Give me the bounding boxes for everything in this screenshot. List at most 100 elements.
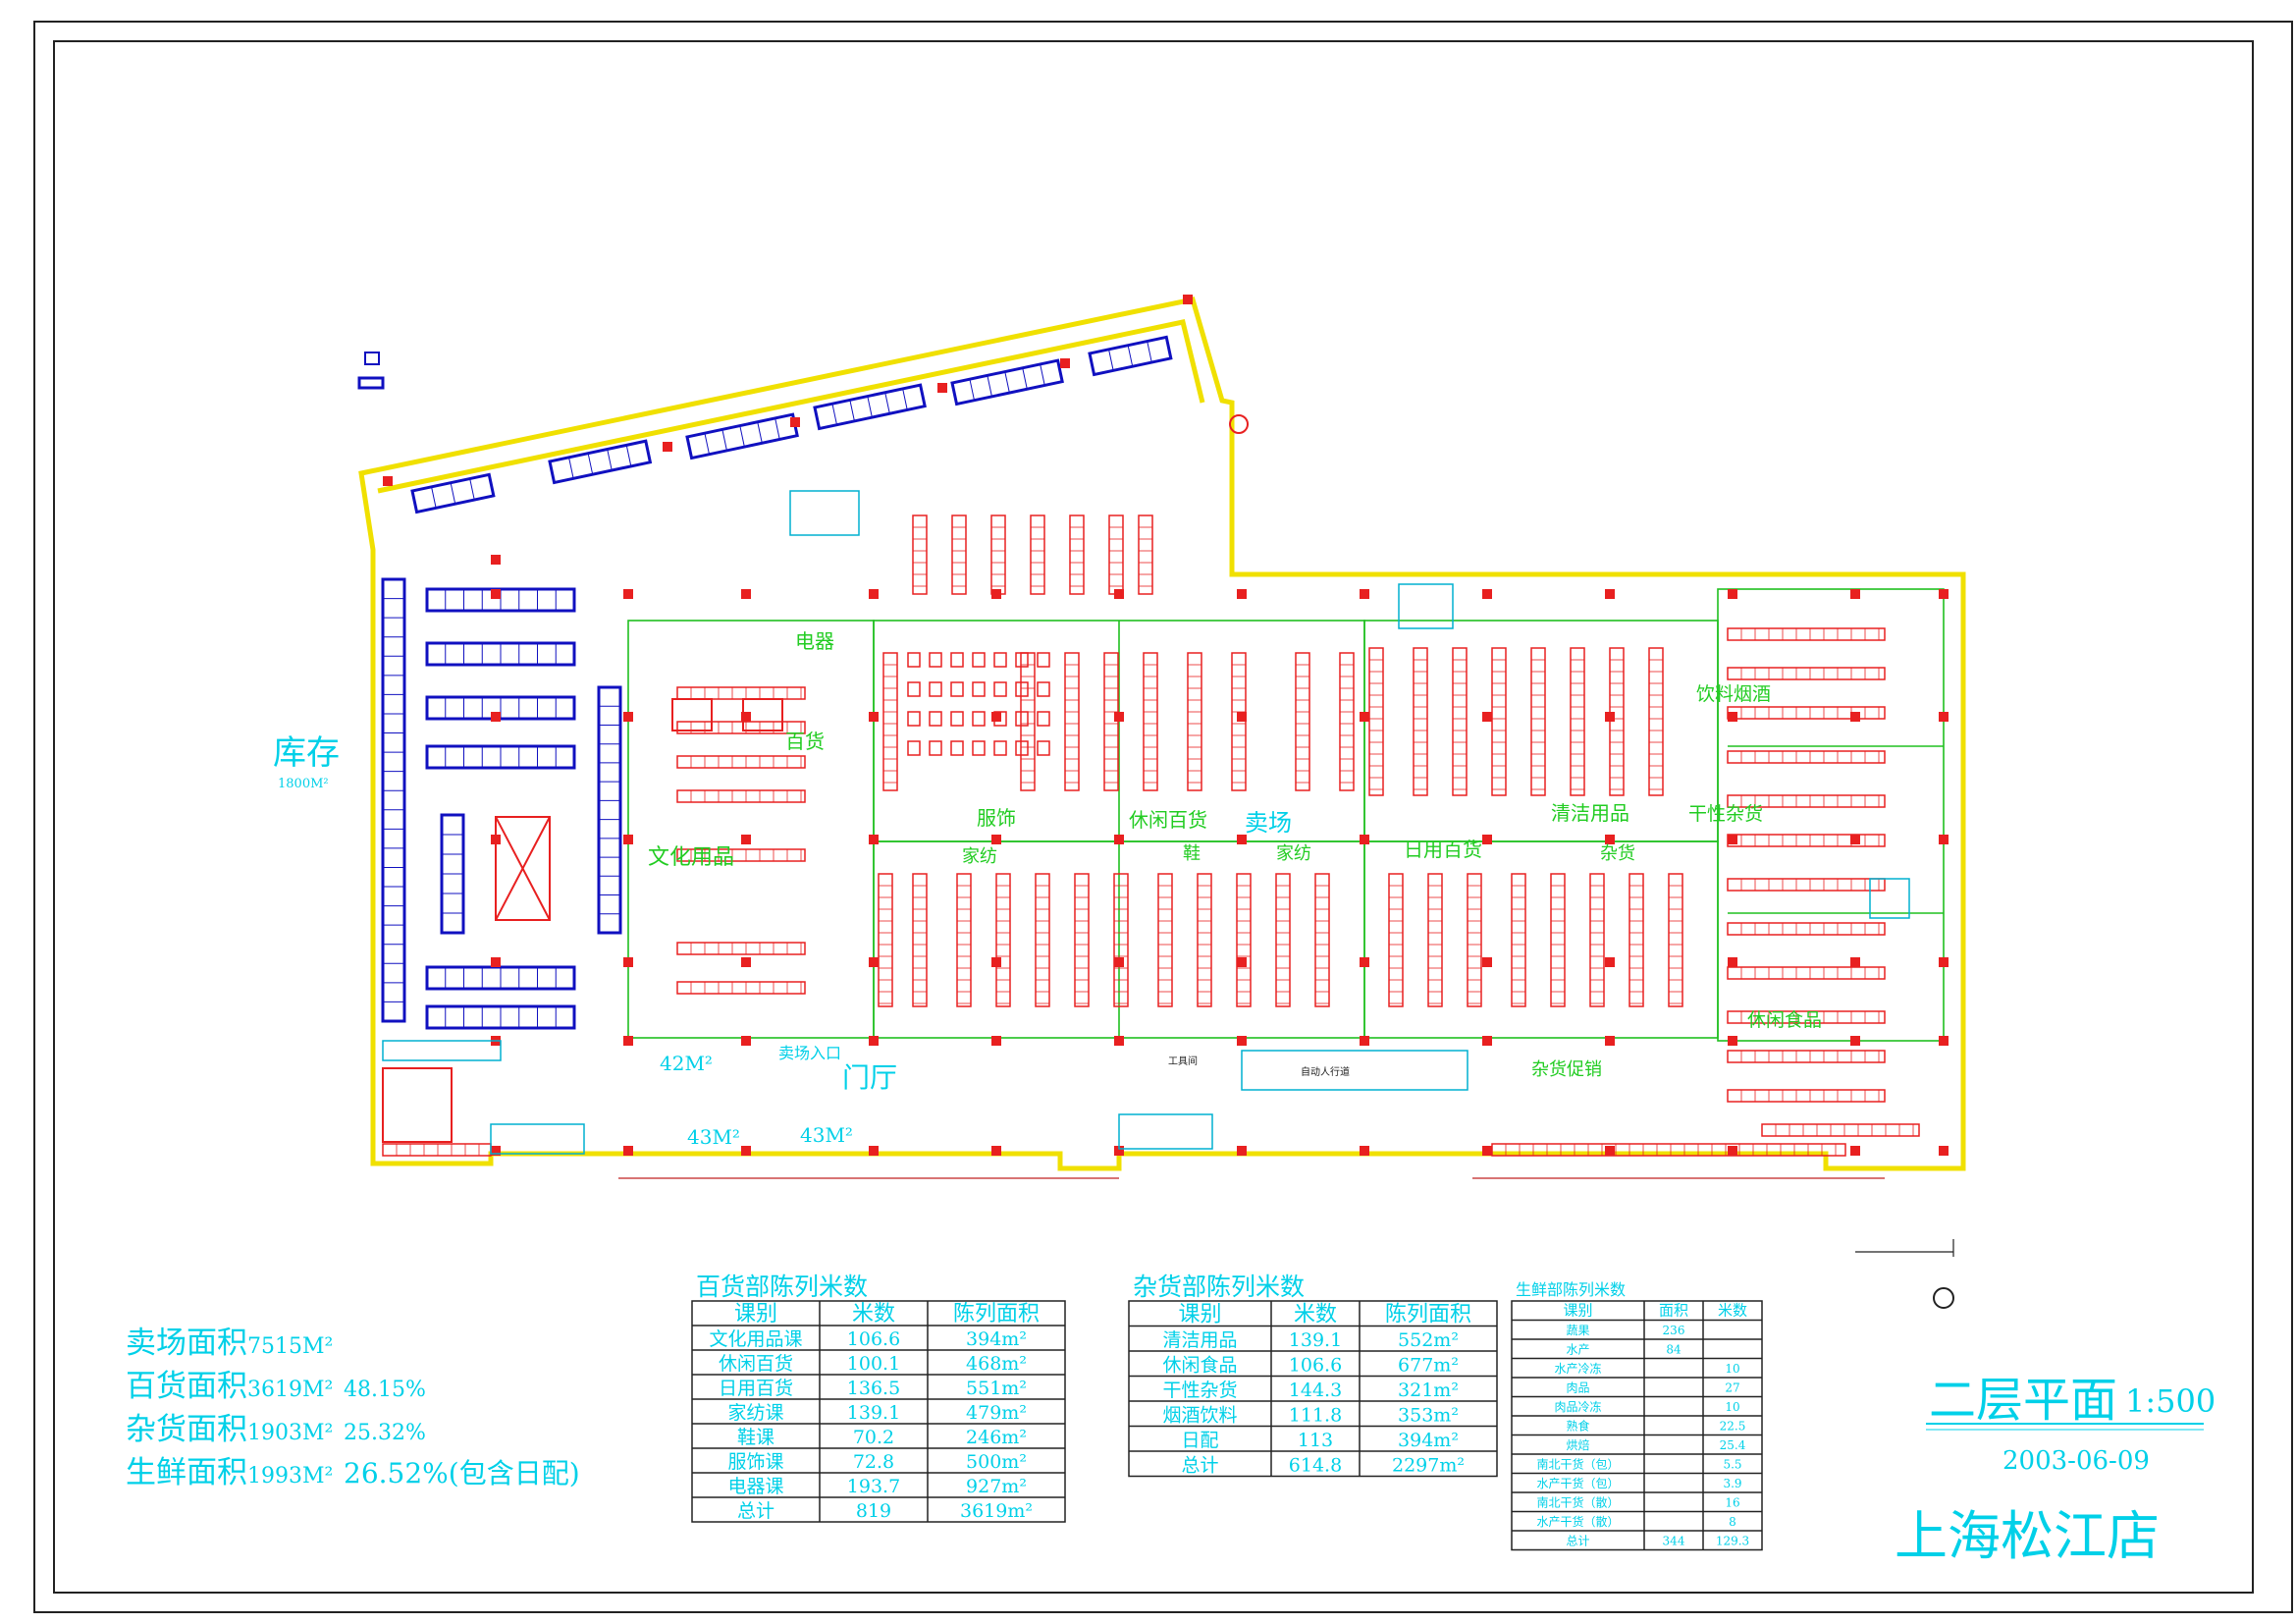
column xyxy=(623,1036,633,1046)
shelf-unit xyxy=(1648,647,1664,796)
table-header-row: 课别米数陈列面积 xyxy=(734,1302,1040,1326)
label-storage: 库存 xyxy=(273,733,340,773)
shelf-unit xyxy=(912,873,928,1007)
table-cell: 肉品 xyxy=(1566,1381,1589,1395)
column xyxy=(1237,835,1247,844)
column xyxy=(741,1036,751,1046)
table-cell: 水产 xyxy=(1566,1343,1589,1357)
shelf-unit xyxy=(1295,652,1310,791)
table-frame xyxy=(1128,1300,1498,1478)
store-name: 上海松江店 xyxy=(1895,1505,2160,1567)
shelf-unit xyxy=(1197,873,1212,1007)
display-table xyxy=(1015,652,1029,668)
table-cell: 陈列面积 xyxy=(1385,1303,1471,1327)
table-cell: 22.5 xyxy=(1720,1420,1746,1434)
shelf-unit xyxy=(1452,647,1468,796)
label-moving-walk: 自动人行道 xyxy=(1301,1065,1350,1078)
table-cell: 236 xyxy=(1663,1324,1685,1337)
shelf-unit xyxy=(1629,873,1644,1007)
table-cell: 肉品冷冻 xyxy=(1554,1399,1601,1414)
column xyxy=(623,957,633,967)
column xyxy=(1237,589,1247,599)
drawing-scale: 1:500 xyxy=(2125,1382,2216,1420)
table-title: 生鲜部陈列米数 xyxy=(1516,1280,1626,1299)
table-cell: 课别 xyxy=(734,1302,777,1326)
display-table xyxy=(1037,711,1050,727)
column xyxy=(491,589,501,599)
table-cell: 479m² xyxy=(966,1402,1027,1424)
display-table xyxy=(950,711,964,727)
shelf-unit xyxy=(1138,514,1153,595)
zone-label: 服饰 xyxy=(977,806,1016,830)
display-table xyxy=(993,681,1007,697)
shelf-unit xyxy=(1727,1050,1886,1063)
column xyxy=(491,1146,501,1156)
shelf-unit xyxy=(1668,873,1683,1007)
display-table xyxy=(993,652,1007,668)
shelf-unit xyxy=(1427,873,1443,1007)
shelf-unit xyxy=(676,848,806,862)
zone-label: 家纺 xyxy=(1276,843,1311,864)
table-cell: 蔬果 xyxy=(1566,1324,1589,1337)
column xyxy=(1114,835,1124,844)
column xyxy=(1605,1036,1615,1046)
display-table xyxy=(1015,681,1029,697)
table-cell: 文化用品课 xyxy=(709,1328,802,1350)
table-frame xyxy=(1511,1300,1763,1551)
shelf-unit xyxy=(1727,878,1886,892)
column xyxy=(1728,835,1737,844)
shelf-unit xyxy=(1530,647,1546,796)
column xyxy=(1360,712,1369,722)
shelf-unit xyxy=(1064,652,1080,791)
table-header-row: 课别米数陈列面积 xyxy=(1178,1303,1471,1327)
column xyxy=(869,1036,879,1046)
column xyxy=(1482,1036,1492,1046)
display-table xyxy=(950,652,964,668)
column xyxy=(623,835,633,844)
column xyxy=(1939,957,1949,967)
column xyxy=(383,476,393,486)
table-cell: 总计 xyxy=(1181,1455,1218,1477)
display-table xyxy=(929,681,942,697)
drawing-title: 二层平面 xyxy=(1929,1373,2117,1428)
column xyxy=(1114,712,1124,722)
table-cell: 课别 xyxy=(1178,1303,1221,1327)
shelf-unit xyxy=(1727,667,1886,680)
column xyxy=(991,1146,1001,1156)
label-sales-floor: 卖场 xyxy=(1245,809,1292,837)
summary-value: 1903M² xyxy=(247,1421,333,1445)
table-title: 百货部陈列米数 xyxy=(696,1272,868,1301)
shelf-unit xyxy=(1143,652,1158,791)
column xyxy=(741,712,751,722)
column xyxy=(790,417,800,427)
table-cell: 休闲食品 xyxy=(1162,1355,1237,1377)
table-cell: 27 xyxy=(1725,1381,1739,1395)
display-table xyxy=(972,652,986,668)
outer-border xyxy=(33,21,2293,1613)
table-cell: 水产干货（散） xyxy=(1536,1514,1619,1529)
column xyxy=(741,835,751,844)
shelf-unit xyxy=(1157,873,1173,1007)
display-table xyxy=(972,681,986,697)
summary-pct: 48.15% xyxy=(344,1378,426,1402)
column xyxy=(1237,1036,1247,1046)
column xyxy=(1482,957,1492,967)
zone-label: 休闲百货 xyxy=(1129,808,1207,832)
column xyxy=(1850,589,1860,599)
shelf-unit xyxy=(1589,873,1605,1007)
table-cell: 70.2 xyxy=(853,1427,894,1448)
shelf-unit xyxy=(1570,647,1585,796)
column xyxy=(1114,1146,1124,1156)
column xyxy=(1728,957,1737,967)
legend-swatch-1 xyxy=(364,352,380,365)
table-cell: 鞋课 xyxy=(737,1427,774,1448)
column xyxy=(1114,1036,1124,1046)
summary-label: 卖场面积 xyxy=(126,1326,247,1361)
table-cell: 344 xyxy=(1663,1535,1685,1548)
columns xyxy=(383,295,1949,1156)
table-cell: 电器课 xyxy=(727,1476,783,1497)
